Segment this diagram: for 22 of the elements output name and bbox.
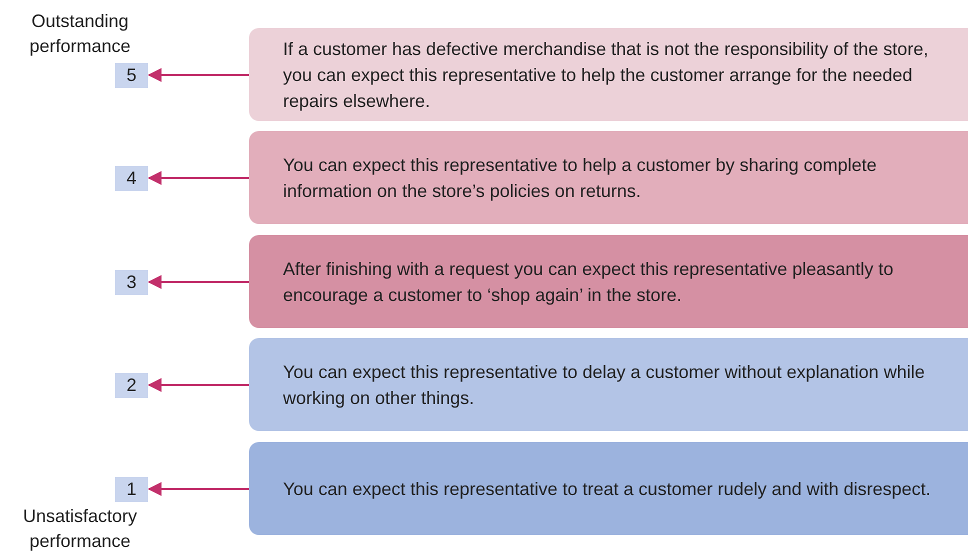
rating-number: 2: [115, 372, 148, 398]
rating-number: 5: [115, 62, 148, 88]
rating-number: 3: [115, 270, 148, 294]
description-text: You can expect this representative to help a customer by sharing complete information on the store’s policies on returns.: [283, 154, 878, 203]
description-text: After finishing with a request you can expect this representative pleasantly to encourage a customer to ‘shop again’ in the store.: [283, 258, 894, 307]
behavior-description-card: [249, 131, 968, 224]
arrow: [148, 171, 249, 185]
scale-end-label: Unsatisfactory performance: [22, 504, 138, 553]
arrow: [148, 482, 249, 496]
rating-number: 1: [115, 476, 148, 502]
behavior-description-card: [249, 338, 968, 431]
behavior-description-card: [249, 442, 968, 535]
arrow: [148, 275, 249, 289]
description-text: You can expect this representative to delay a customer without explanation while working on other things.: [283, 360, 926, 410]
scale-end-label: Outstanding performance: [28, 10, 132, 58]
rating-number: 4: [115, 166, 148, 190]
arrow: [148, 68, 249, 82]
behavior-description-card: [249, 235, 968, 328]
behavior-description-card: [249, 28, 968, 121]
arrow: [148, 378, 249, 392]
description-text: If a customer has defective merchandise that is not the responsibility of the store, you can expect this representative to help the customer arrange for the needed repairs elsewhere.: [283, 38, 930, 113]
description-text: You can expect this representative to treat a customer rudely and with disrespect.: [283, 478, 932, 501]
